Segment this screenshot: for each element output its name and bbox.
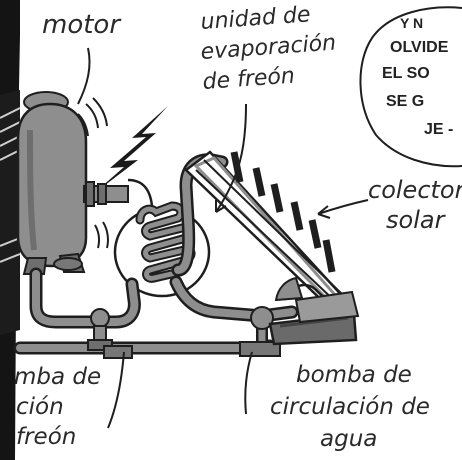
freon-pump-label-line1: mba de [14,364,102,390]
water-pump-pointer [244,351,253,415]
collector-pointer-head [317,205,331,219]
evap-pointer-head [215,200,227,213]
freon-pump-label-line2: ción [16,394,64,420]
bubble-line4: SE G [386,93,425,110]
collector-pointer [317,199,369,215]
solar-collector-label-line2: solar [386,206,445,234]
solar-collector-label-line1: colector [368,176,462,204]
bubble-line2: OLVIDE [390,39,449,56]
freon-pump [87,308,133,359]
water-pump-label-line2: circulación de [270,394,430,420]
motor-body [16,91,88,275]
vibration-marks [77,97,109,249]
left-panel-shade [0,90,20,335]
motor-pointer [77,47,91,105]
bubble-line3: EL SO [382,65,430,82]
sun-rays [230,151,336,273]
bubble-line1: Y N [400,15,424,31]
water-pump-label-line3: agua [320,426,378,452]
water-pump [239,306,281,357]
freon-pump-pointer [107,351,125,429]
motor-label: motor [42,10,121,40]
motor-shaft [83,178,162,231]
evap-pointer [215,103,247,213]
freon-pump-label-line3: freón [16,424,77,450]
bubble-line5: JE - [424,121,454,138]
lightning-bolt [92,106,168,195]
water-pump-label-line1: bomba de [296,362,412,388]
solar-collector [184,150,360,346]
speech-bubble [359,6,462,168]
left-panel-lines [0,107,21,263]
